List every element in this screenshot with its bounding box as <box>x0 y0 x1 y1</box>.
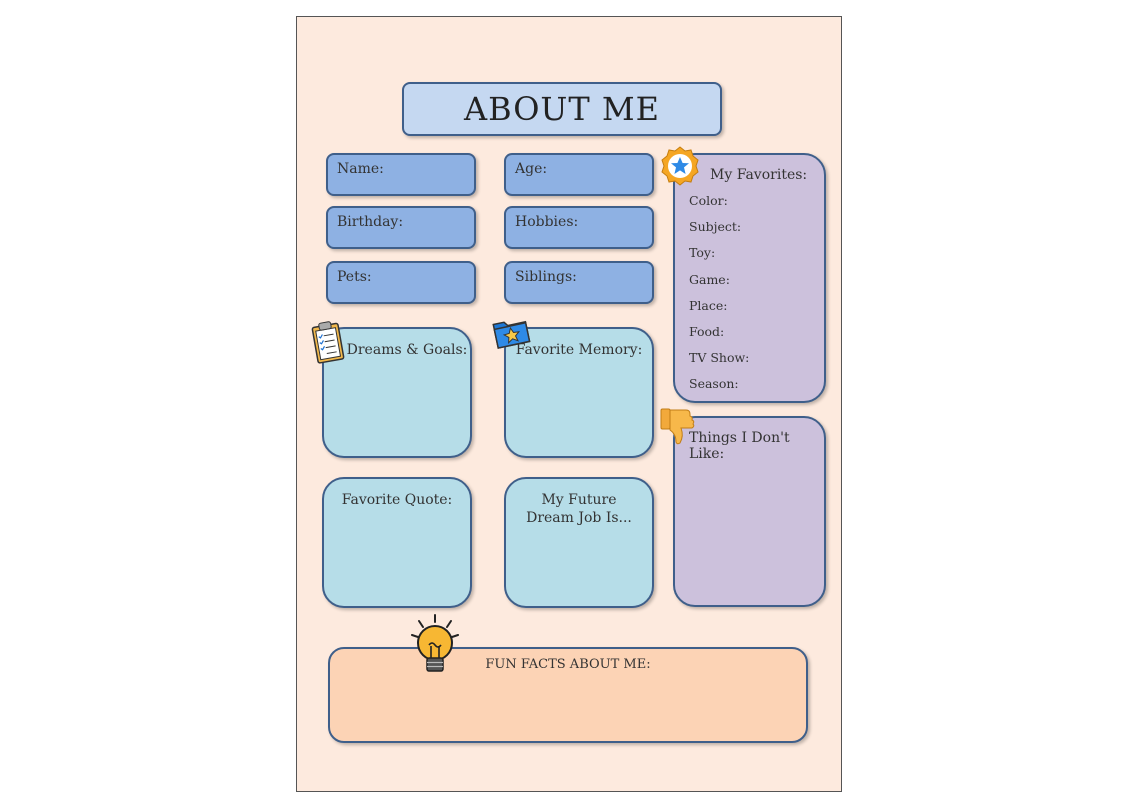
favorites-list: Color: Subject: Toy: Game: Place: Food: … <box>689 193 749 403</box>
pets-label: Pets: <box>337 269 372 285</box>
favorite-toy: Toy: <box>689 245 716 261</box>
fun-facts-box[interactable]: FUN FACTS ABOUT ME: <box>328 647 808 743</box>
hobbies-label: Hobbies: <box>515 214 579 230</box>
future-job-box[interactable]: My Future Dream Job Is... <box>504 477 654 608</box>
my-favorites-title: My Favorites: <box>710 167 808 183</box>
page-title: ABOUT ME <box>463 90 661 128</box>
clipboard-icon <box>311 321 345 364</box>
fun-facts-label: FUN FACTS ABOUT ME: <box>485 657 651 672</box>
future-job-label: My Future Dream Job Is... <box>526 492 632 527</box>
birthday-label: Birthday: <box>337 214 404 230</box>
things-dont-like-box[interactable]: Things I Don't Like: <box>673 416 826 607</box>
favorite-quote-label: Favorite Quote: <box>341 492 453 508</box>
favorite-memory-label: Favorite Memory: <box>515 342 643 358</box>
my-favorites-box[interactable]: My Favorites: Color: Subject: Toy: Game:… <box>673 153 826 403</box>
thumbs-down-icon <box>660 408 695 445</box>
siblings-label: Siblings: <box>515 269 577 285</box>
favorite-game: Game: <box>689 271 730 287</box>
favorite-place: Place: <box>689 297 728 313</box>
favorite-tv-show: TV Show: <box>689 350 750 366</box>
age-field[interactable]: Age: <box>504 153 654 196</box>
favorite-quote-box[interactable]: Favorite Quote: <box>322 477 472 608</box>
pets-field[interactable]: Pets: <box>326 261 476 304</box>
favorite-color: Color: <box>689 193 728 208</box>
name-field[interactable]: Name: <box>326 153 476 196</box>
things-dont-like-label: Things I Don't Like: <box>689 430 790 462</box>
favorite-food: Food: <box>689 323 725 339</box>
favorite-season: Season: <box>689 376 739 392</box>
lightbulb-icon <box>411 614 459 672</box>
star-badge-icon <box>661 146 699 186</box>
birthday-field[interactable]: Birthday: <box>326 206 476 249</box>
age-label: Age: <box>515 161 548 177</box>
hobbies-field[interactable]: Hobbies: <box>504 206 654 249</box>
siblings-field[interactable]: Siblings: <box>504 261 654 304</box>
favorite-subject: Subject: <box>689 219 742 235</box>
favorite-memory-box[interactable]: Favorite Memory: <box>504 327 654 458</box>
title-banner: ABOUT ME <box>402 82 722 136</box>
name-label: Name: <box>337 161 384 177</box>
worksheet-page: ABOUT ME Name: Age: Birthday: Hobbies: P… <box>296 16 842 792</box>
dreams-goals-label: Dreams & Goals: <box>346 342 468 358</box>
folder-star-icon <box>492 320 531 349</box>
dreams-goals-box[interactable]: Dreams & Goals: <box>322 327 472 458</box>
